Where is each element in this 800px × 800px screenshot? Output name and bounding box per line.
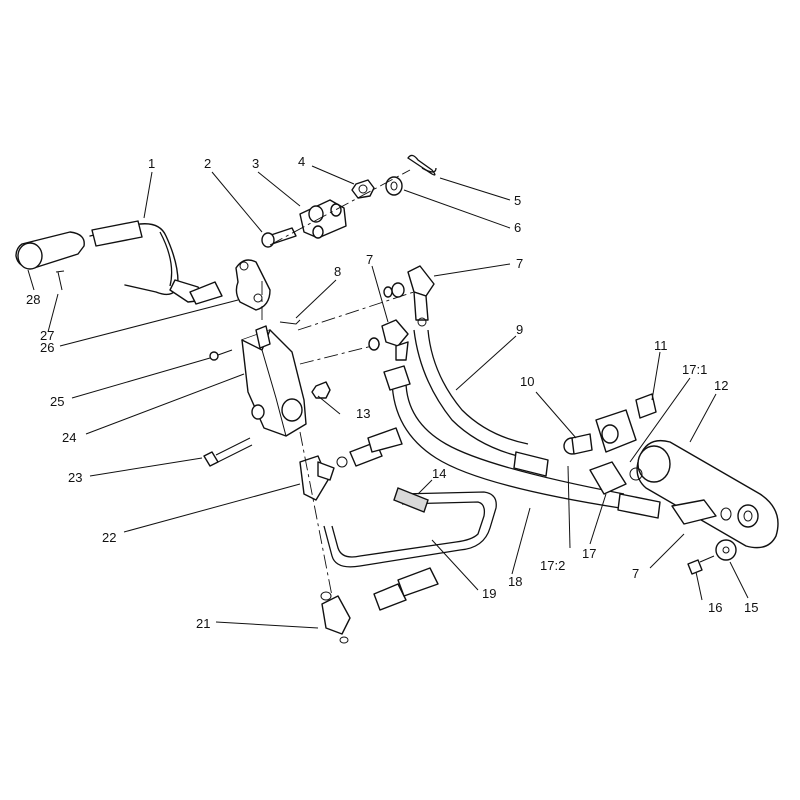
callout-6: 6 bbox=[514, 220, 521, 235]
lever-knob bbox=[15, 231, 85, 270]
control-valve bbox=[241, 325, 307, 437]
callout-1: 1 bbox=[148, 156, 155, 171]
callout-5: 5 bbox=[514, 193, 521, 208]
hydraulic-cylinder bbox=[636, 439, 779, 549]
callout-17: 17 bbox=[582, 546, 596, 561]
cylinder-fitting bbox=[671, 499, 732, 525]
lock-nut bbox=[351, 179, 375, 199]
callout-3: 3 bbox=[252, 156, 259, 171]
long-bolt bbox=[203, 437, 253, 467]
valve-nut bbox=[311, 381, 331, 399]
small-screw bbox=[209, 349, 233, 361]
clevis bbox=[595, 393, 657, 453]
control-lever bbox=[89, 220, 223, 305]
callout-23: 23 bbox=[68, 470, 82, 485]
callout-13: 13 bbox=[356, 406, 370, 421]
lower-elbow-fitting bbox=[320, 567, 439, 644]
callout-10: 10 bbox=[520, 374, 534, 389]
callout-8: 8 bbox=[334, 264, 341, 279]
callout-24: 24 bbox=[62, 430, 76, 445]
flat-washer bbox=[385, 176, 403, 196]
callout-7-lower: 7 bbox=[632, 566, 639, 581]
callout-14: 14 bbox=[432, 466, 446, 481]
mid-elbow-fitting bbox=[368, 317, 427, 361]
callout-18: 18 bbox=[508, 574, 522, 589]
callout-17-2: 17:2 bbox=[540, 558, 565, 573]
callout-27: 27 bbox=[40, 328, 54, 343]
callout-28: 28 bbox=[26, 292, 40, 307]
callout-26: 26 bbox=[40, 340, 54, 355]
cylinder-bolt-washer bbox=[687, 539, 737, 575]
hose-9 bbox=[413, 329, 549, 477]
callout-17-1: 17:1 bbox=[682, 362, 707, 377]
callout-9: 9 bbox=[516, 322, 523, 337]
pivot-block bbox=[299, 199, 347, 239]
pivot-bolt bbox=[261, 227, 297, 248]
callout-25: 25 bbox=[50, 394, 64, 409]
return-tube bbox=[323, 487, 497, 568]
callout-4: 4 bbox=[298, 154, 305, 169]
leader-lines bbox=[27, 165, 749, 629]
callout-2: 2 bbox=[204, 156, 211, 171]
callout-labels: 1 2 3 4 5 6 7 7 8 9 10 11 12 17:1 13 14 … bbox=[26, 154, 758, 631]
knob-screw bbox=[55, 270, 65, 291]
cotter-pin bbox=[279, 319, 301, 325]
callout-21: 21 bbox=[196, 616, 210, 631]
cylinder-elbow bbox=[589, 461, 643, 495]
callout-11: 11 bbox=[654, 338, 668, 353]
upper-elbow-fitting bbox=[383, 265, 435, 321]
hose-18 bbox=[383, 365, 661, 519]
hair-pin-clip bbox=[407, 154, 437, 176]
callout-7-upper-right: 7 bbox=[516, 256, 523, 271]
cylinder-pin bbox=[563, 433, 593, 455]
callout-12: 12 bbox=[714, 378, 728, 393]
callout-19: 19 bbox=[482, 586, 496, 601]
callout-7-upper-left: 7 bbox=[366, 252, 373, 267]
tee-fitting bbox=[299, 427, 403, 501]
lever-bracket bbox=[235, 259, 271, 311]
callout-15: 15 bbox=[744, 600, 758, 615]
callout-22: 22 bbox=[102, 530, 116, 545]
callout-16: 16 bbox=[708, 600, 722, 615]
